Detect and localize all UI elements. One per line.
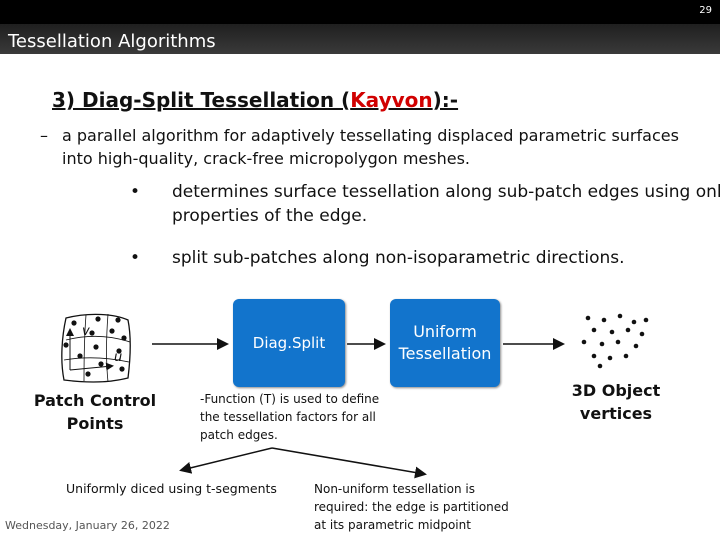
- nonuniform-note-line3: at its parametric midpoint: [314, 518, 471, 532]
- arrow-nonuniform: [271, 447, 427, 479]
- patch-label-line2: Points: [66, 414, 124, 433]
- heading-author: Kayvon: [350, 88, 433, 112]
- description: – a parallel algorithm for adaptively te…: [40, 124, 702, 170]
- uniform-label-line2: Tessellation: [398, 344, 492, 363]
- patch-grid-icon: [61, 313, 131, 383]
- function-note-line1: -Function (T) is used to define: [200, 392, 380, 406]
- patch-label-line1: Patch Control: [33, 391, 157, 410]
- function-note-line3: patch edges.: [200, 428, 278, 442]
- diag-split-label: Diag.Split: [252, 334, 326, 352]
- object-label-line2: vertices: [579, 404, 653, 423]
- bullet-marker: •: [130, 248, 141, 268]
- object-label: 3D Object vertices: [556, 379, 676, 425]
- section-title: Tessellation Algorithms: [8, 31, 216, 52]
- heading-suffix: ):-: [432, 88, 459, 112]
- object-vertices-icon: [581, 313, 649, 369]
- function-note-line2: the tessellation factors for all: [200, 410, 376, 424]
- nonuniform-note: Non-uniform tessellation is required: th…: [314, 480, 509, 534]
- page-heading: 3) Diag-Split Tessellation (Kayvon):-: [52, 88, 458, 112]
- uniform-dice-note: Uniformly diced using t-segments: [66, 481, 277, 496]
- heading-prefix: 3) Diag-Split Tessellation (: [52, 88, 351, 112]
- footer-date: Wednesday, January 26, 2022: [5, 519, 170, 532]
- bullet-marker: •: [130, 182, 141, 202]
- nonuniform-note-line1: Non-uniform tessellation is: [314, 482, 475, 496]
- uniform-label-line1: Uniform: [413, 322, 477, 341]
- description-text: a parallel algorithm for adaptively tess…: [62, 126, 679, 168]
- uniform-tessellation-box: Uniform Tessellation: [390, 299, 500, 387]
- v-axis-label: v: [82, 324, 90, 339]
- u-axis-label: u: [114, 350, 123, 365]
- arrow-uniform-dice: [179, 447, 273, 474]
- bullet-text: split sub-patches along non-isoparametri…: [172, 248, 625, 268]
- top-bar: 29: [0, 0, 720, 24]
- slide-number: 29: [699, 5, 712, 16]
- object-label-line1: 3D Object: [571, 381, 661, 400]
- nonuniform-note-line2: required: the edge is partitioned: [314, 500, 509, 514]
- dash-marker: –: [40, 126, 48, 145]
- diag-split-box: Diag.Split: [233, 299, 345, 387]
- patch-control-points: [63, 316, 127, 377]
- function-note: -Function (T) is used to define the tess…: [200, 390, 379, 444]
- title-bar: [0, 24, 720, 54]
- bullet-text: determines surface tessellation along su…: [172, 182, 720, 226]
- patch-label: Patch Control Points: [22, 389, 168, 435]
